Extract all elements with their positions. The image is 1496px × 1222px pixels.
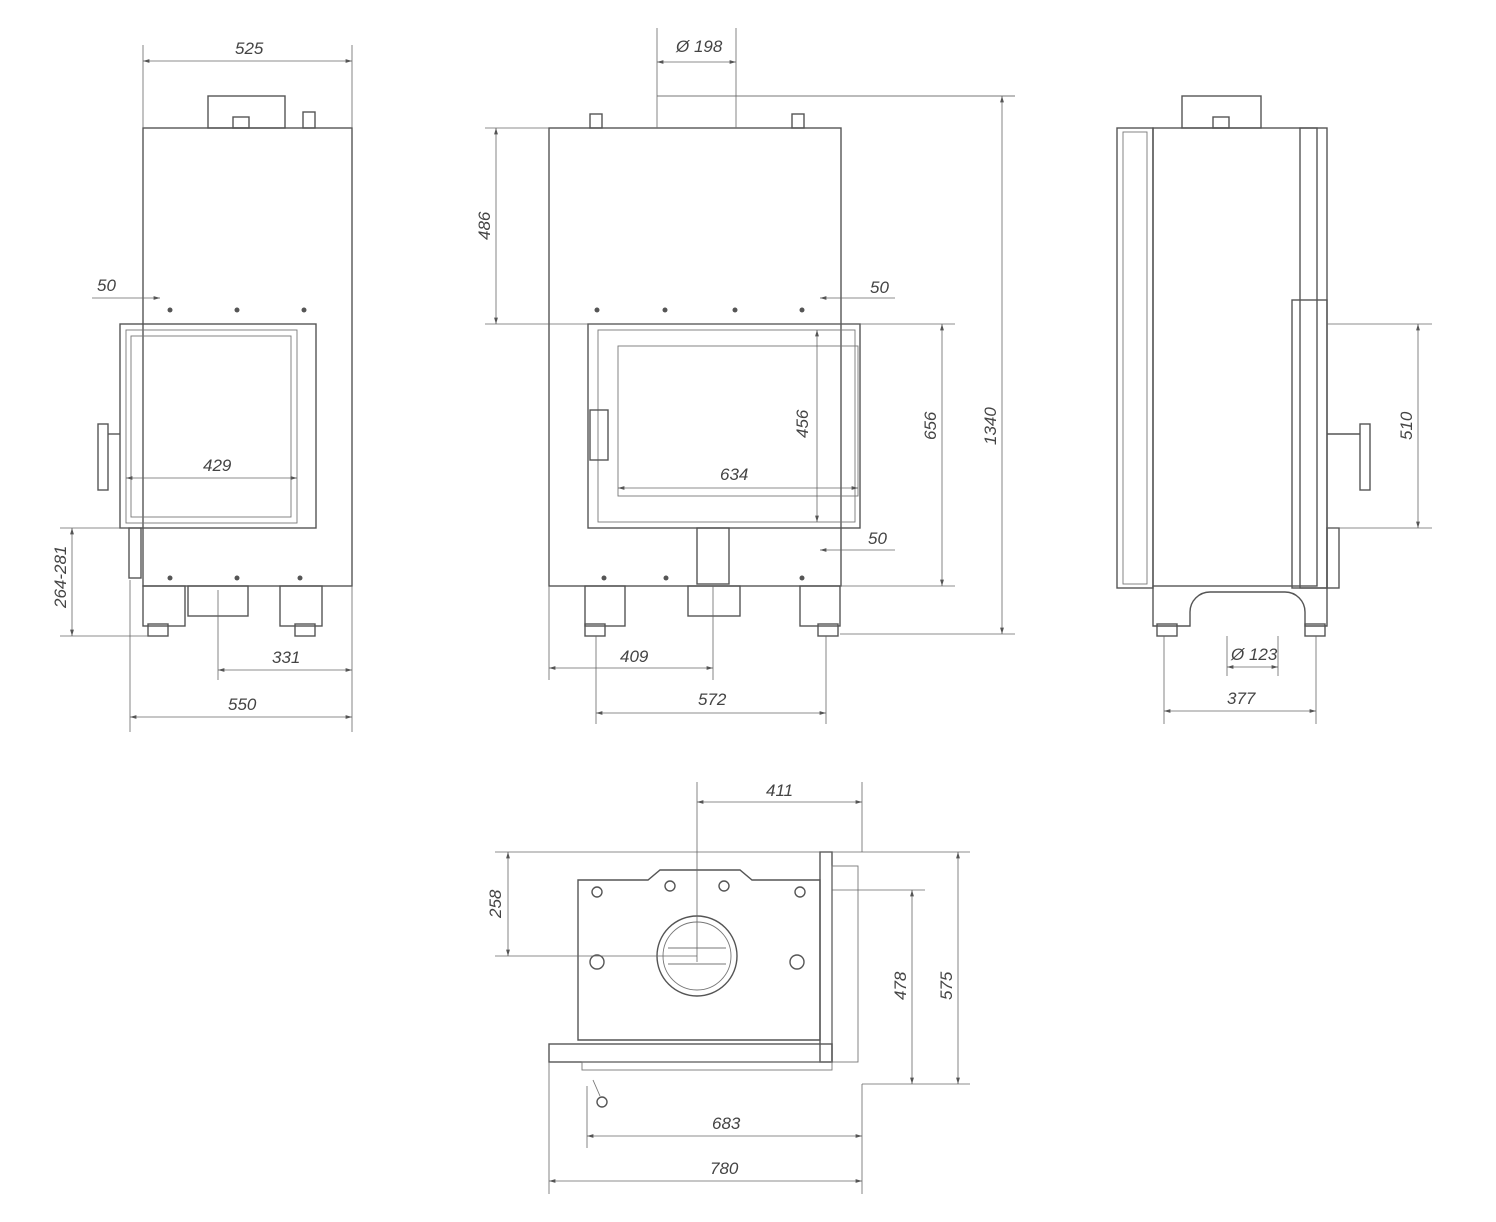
dim-510: 510: [1397, 411, 1416, 440]
dim-409: 409: [620, 647, 649, 666]
top-view: 411 258 478 575 683 780: [486, 781, 970, 1194]
right-view: 510 Ø 123 377: [1116, 95, 1432, 724]
dim-377: 377: [1227, 689, 1256, 708]
dim-780: 780: [710, 1159, 739, 1178]
dim-50-left: 50: [97, 276, 116, 295]
dim-264-281: 264-281: [51, 546, 70, 609]
dim-572: 572: [698, 690, 727, 709]
dim-d198: Ø 198: [675, 37, 723, 56]
dim-656: 656: [921, 411, 940, 440]
side-view: Ø 198 486 50 456 656 1340 634 50 409 572: [475, 28, 1015, 724]
dim-258: 258: [486, 889, 505, 919]
front-view: 525 50 429 264-281 331 550: [51, 39, 353, 732]
dim-1340: 1340: [981, 407, 1000, 445]
dim-634: 634: [720, 465, 748, 484]
dim-683: 683: [712, 1114, 741, 1133]
dim-429: 429: [203, 456, 232, 475]
dim-486: 486: [475, 211, 494, 240]
dim-525: 525: [235, 39, 264, 58]
dim-456: 456: [793, 409, 812, 438]
dim-50-right: 50: [870, 278, 889, 297]
dim-478: 478: [891, 971, 910, 1000]
dim-550: 550: [228, 695, 257, 714]
dim-331: 331: [272, 648, 300, 667]
dim-411: 411: [766, 781, 793, 800]
dim-575: 575: [937, 971, 956, 1000]
dim-50-bottom: 50: [868, 529, 887, 548]
dim-d123: Ø 123: [1230, 645, 1278, 664]
